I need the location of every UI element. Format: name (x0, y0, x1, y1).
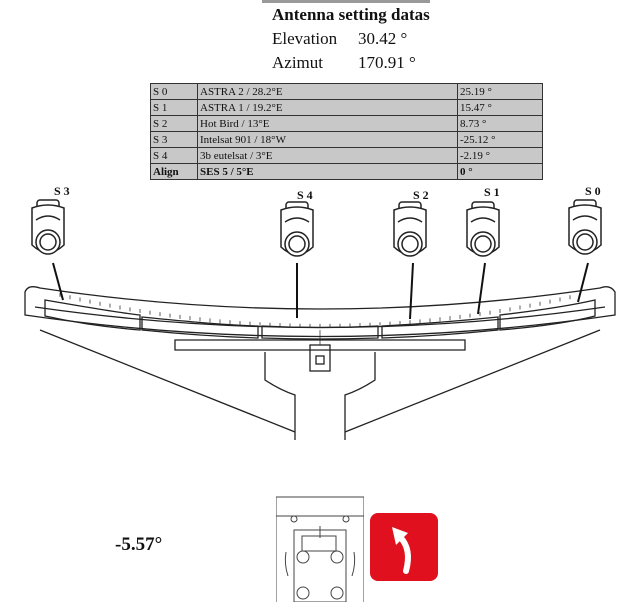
angle-cell: 15.47 ° (457, 99, 543, 116)
azimut-row: Azimut 170.91 ° (272, 53, 416, 73)
lnb-rail-diagram (24, 199, 616, 440)
elevation-label: Elevation (272, 29, 338, 48)
lnb-s3-icon (31, 199, 65, 255)
slot-cell: S 4 (150, 147, 198, 164)
elevation-row: Elevation 30.42 ° (272, 29, 407, 49)
satellite-name-cell: Intelsat 901 / 18°W (197, 131, 458, 148)
angle-cell: -2.19 ° (457, 147, 543, 164)
angle-cell: 25.19 ° (457, 83, 543, 100)
satellite-name-cell: SES 5 / 5°E (197, 163, 458, 180)
rail (24, 286, 616, 440)
lnb-s2-icon (393, 201, 427, 257)
lnb-label-s2: S 2 (413, 188, 429, 202)
lnb-s4-icon (280, 201, 314, 257)
slot-cell: Align (150, 163, 198, 180)
lnb-label-s0: S 0 (585, 184, 601, 198)
satellite-name-cell: ASTRA 2 / 28.2°E (197, 83, 458, 100)
lnb-label-s4: S 4 (297, 188, 313, 202)
rotate-counterclockwise-icon (392, 527, 411, 574)
skew-angle: -5.57° (115, 534, 163, 555)
satellite-name-cell: ASTRA 1 / 19.2°E (197, 99, 458, 116)
slot-cell: S 3 (150, 131, 198, 148)
azimut-label: Azimut (272, 53, 323, 72)
satellite-name-cell: 3b eutelsat / 3°E (197, 147, 458, 164)
angle-cell: -25.12 ° (457, 131, 543, 148)
lnb-mount-image (276, 496, 364, 602)
lnb-s0-icon (568, 199, 602, 255)
slot-cell: S 0 (150, 83, 198, 100)
pointer-arrows (52, 262, 589, 320)
satellite-name-cell: Hot Bird / 13°E (197, 115, 458, 132)
top-divider (262, 0, 430, 3)
slot-cell: S 1 (150, 99, 198, 116)
azimut-value: 170.91 ° (358, 53, 416, 72)
elevation-value: 30.42 ° (358, 29, 408, 48)
angle-cell: 0 ° (457, 163, 543, 180)
lnb-label-s1: S 1 (484, 185, 500, 199)
lnb-label-s3: S 3 (54, 184, 70, 198)
page-title: Antenna setting datas (272, 5, 430, 24)
rotate-button[interactable] (370, 513, 438, 581)
angle-cell: 8.73 ° (457, 115, 543, 132)
lnb-s1-icon (466, 201, 500, 257)
slot-cell: S 2 (150, 115, 198, 132)
